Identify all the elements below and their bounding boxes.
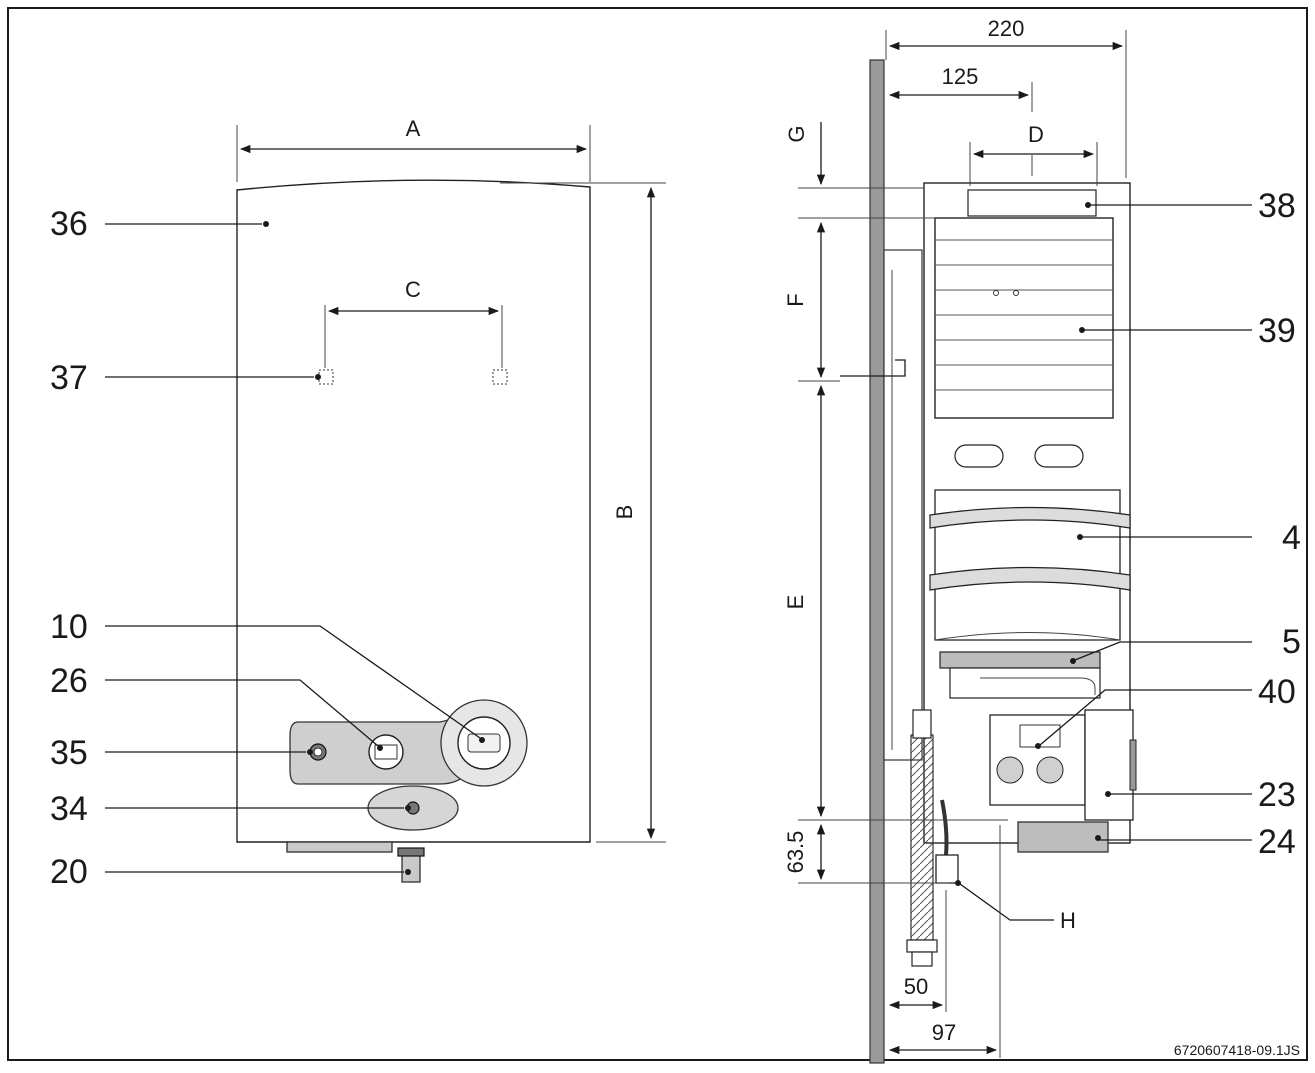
side-view: 220 125 D G F E 63.5 50 [783,16,1301,1064]
power-knob [368,734,404,770]
callout-36: 36 [50,205,88,243]
flue-hood-top [967,189,1097,217]
border [7,7,1308,1061]
bottom-fitting [286,841,393,853]
callout-5: 5 [1282,623,1301,661]
callout-24: 24 [1258,823,1296,861]
callout-35: 35 [50,734,88,772]
wall [869,59,885,1064]
callout-37: 37 [50,359,88,397]
callout-40: 40 [1258,673,1296,711]
callout-38: 38 [1258,187,1296,225]
dimension-c-label: C [405,277,421,302]
dimension-50-label: 50 [904,974,928,999]
callout-23: 23 [1258,776,1296,814]
callout-10: 10 [50,608,88,646]
front-view: A B C 36 37 10 26 35 34 20 [50,116,666,891]
dimension-63-5-label: 63.5 [783,831,808,874]
reference-code: 6720607418-09.1JS [1174,1042,1300,1058]
mount-hole-right [492,369,508,385]
dimension-e-label: E [783,595,808,610]
dimension-a-label: A [406,116,421,141]
callout-34: 34 [50,790,88,828]
hanger-bracket [840,359,906,377]
dimension-f-label: F [783,293,808,306]
coil-upper [929,506,1131,529]
control-box [1084,709,1134,821]
dimension-97-label: 97 [932,1020,956,1045]
callout-39: 39 [1258,312,1296,350]
water-connection-nut [397,847,425,857]
coil-lower [929,566,1131,591]
dimension-220-label: 220 [988,16,1025,41]
gas-inlet [935,854,959,884]
flexible-hose [910,734,934,941]
dimension-125-label: 125 [942,64,979,89]
dimension-g-label: G [784,125,809,142]
dimension-b-label: B [612,505,637,520]
callout-20: 20 [50,853,88,891]
heat-exchanger [934,217,1114,419]
callout-h: H [1060,908,1076,933]
battery-box [1017,821,1109,853]
dimension-d-label: D [1028,122,1044,147]
mounting-frame [883,249,923,761]
callout-4: 4 [1282,519,1301,557]
callout-26: 26 [50,662,88,700]
